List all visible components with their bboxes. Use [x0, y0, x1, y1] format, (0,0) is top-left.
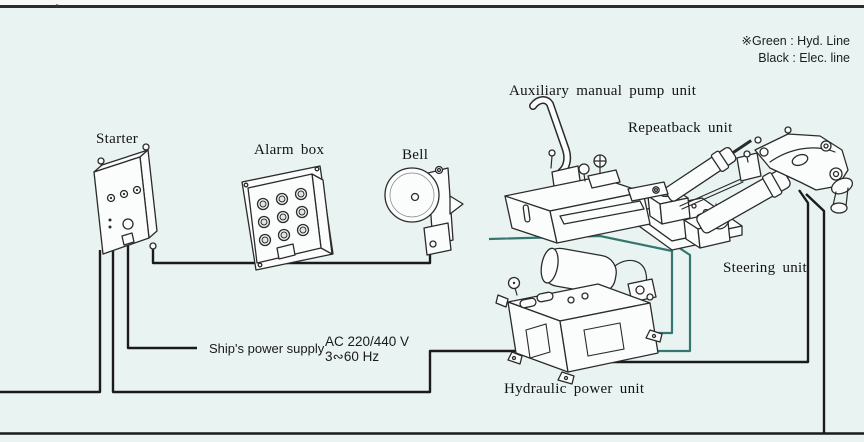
legend-green-line: ※Green : Hyd. Line — [741, 34, 850, 48]
page-border-lines — [0, 4, 864, 435]
auxiliary-manual-pump-illustration — [504, 96, 669, 244]
page-top-margin — [0, 0, 864, 5]
steering-unit-label: Steering unit — [723, 260, 807, 276]
legend: ※Green : Hyd. Line Black : Elec. line — [742, 33, 850, 67]
repeatback-label: Repeatback unit — [628, 120, 733, 136]
starter-label: Starter — [96, 131, 139, 147]
ship-power-supply-label: Ship's power supply — [209, 341, 325, 356]
aux-pump-label: Auxiliary manual pump unit — [509, 83, 697, 99]
alarm-box-illustration — [241, 165, 334, 271]
starter-illustration — [93, 143, 158, 255]
alarm-box-label: Alarm box — [254, 142, 325, 158]
power-frequency-label: 3∾60 Hz — [325, 349, 380, 364]
steering-unit-illustration — [631, 126, 854, 251]
hydraulic-unit-label: Hydraulic power unit — [504, 381, 645, 397]
power-voltage-label: AC 220/440 V — [325, 334, 410, 349]
hydraulic-power-unit-illustration — [495, 247, 663, 385]
bell-label: Bell — [402, 147, 429, 163]
legend-black-line: Black : Elec. line — [758, 51, 850, 65]
bell-illustration — [384, 165, 464, 256]
